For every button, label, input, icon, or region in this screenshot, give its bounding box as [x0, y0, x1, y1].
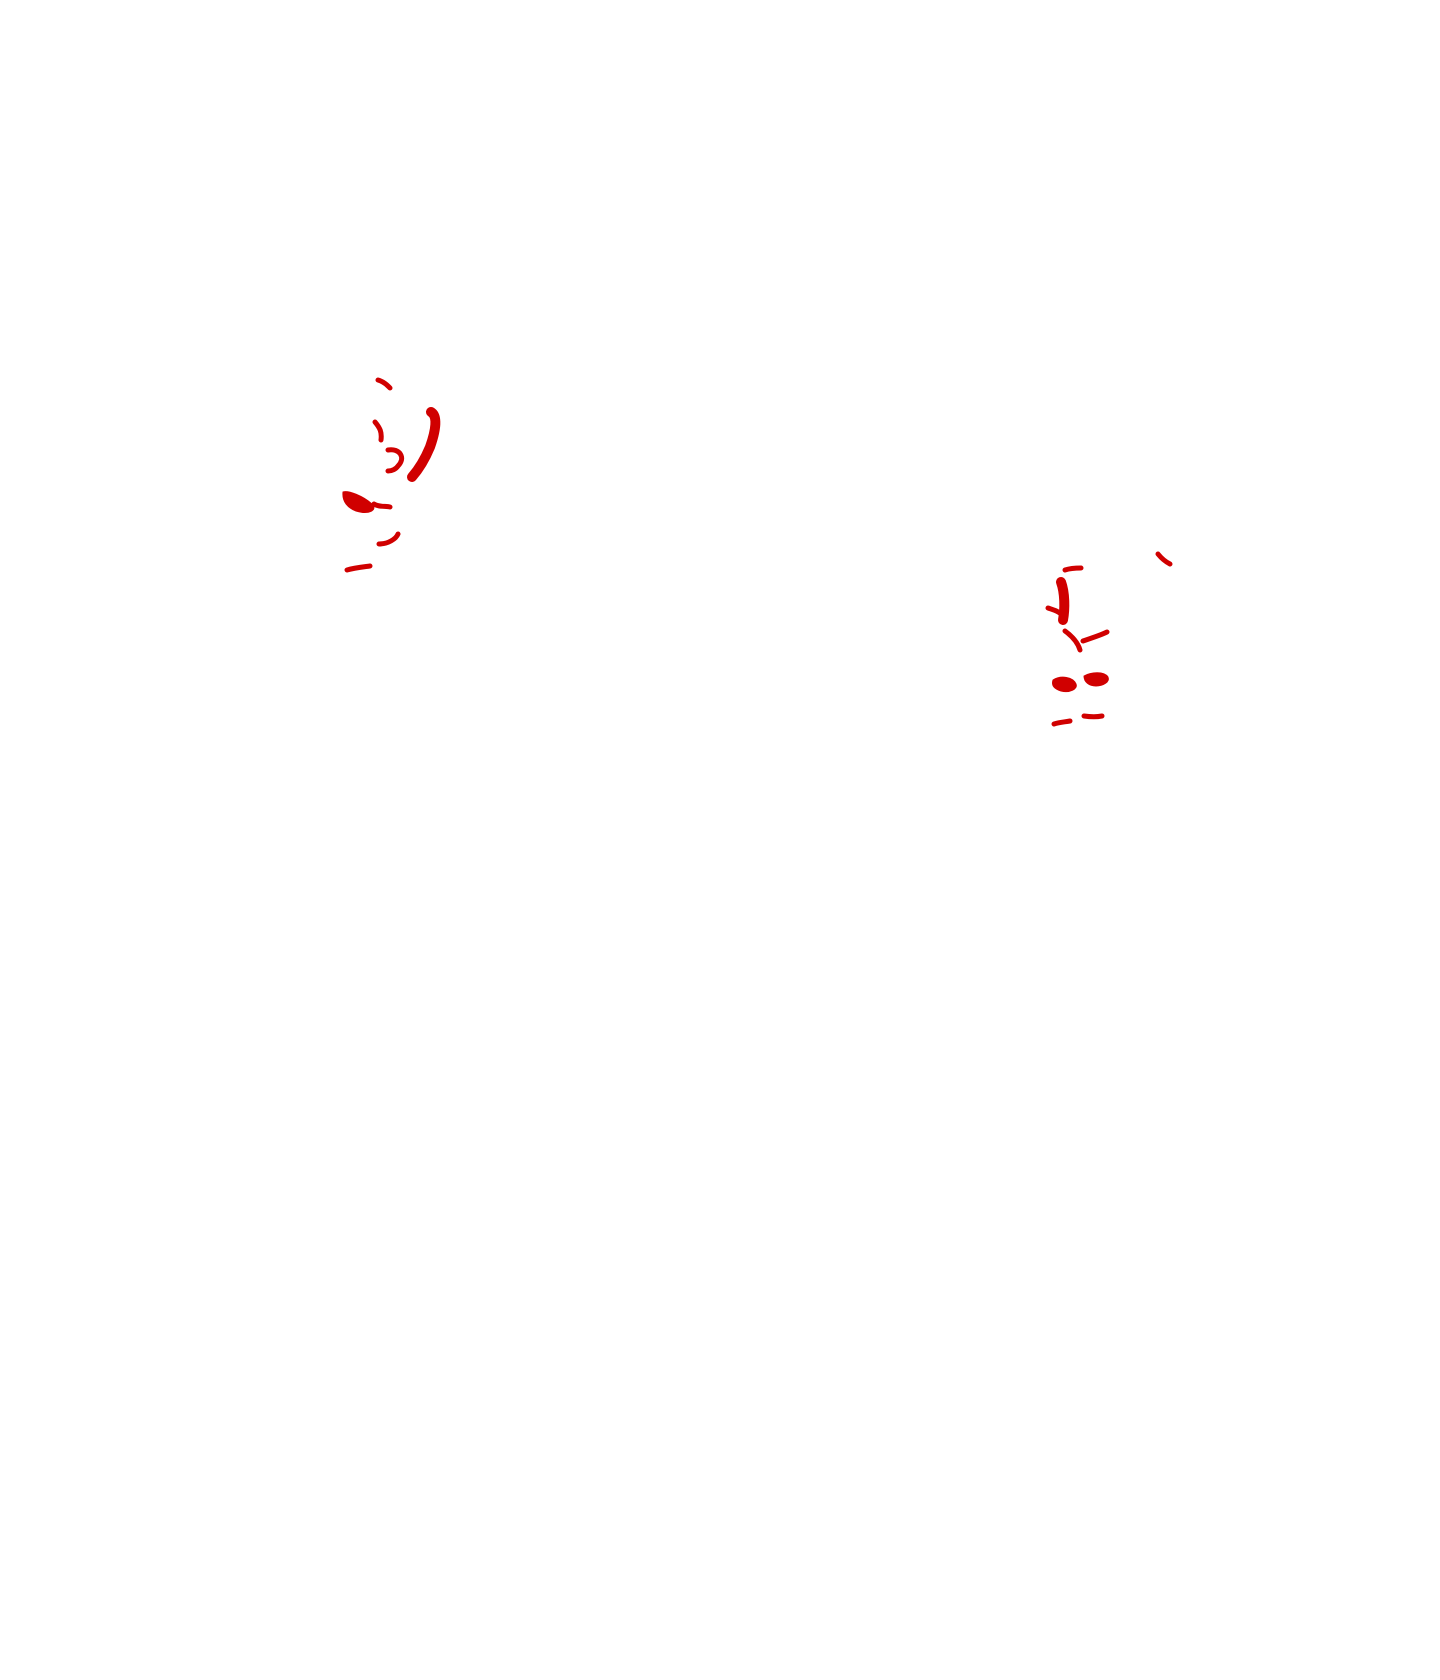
- right-stroke-right-blob: [1083, 672, 1109, 687]
- left-stroke-curve: [385, 447, 405, 474]
- right-stroke-arc-top: [1062, 565, 1084, 573]
- right-stroke-top: [1155, 551, 1173, 567]
- red-brushstroke-cluster-right: [1020, 550, 1180, 760]
- right-stroke-vertical: [1056, 577, 1070, 625]
- left-stroke-dash: [371, 501, 393, 510]
- left-stroke-bottom: [344, 563, 373, 573]
- red-brushstroke-cluster-left: [330, 370, 470, 580]
- left-stroke-blob: [342, 491, 375, 513]
- left-stroke-top: [375, 377, 393, 391]
- left-brushstroke-svg: [342, 377, 441, 573]
- right-stroke-join: [1062, 628, 1083, 653]
- left-stroke-lower-curve: [376, 531, 401, 547]
- left-stroke-diagonal: [407, 407, 441, 482]
- right-stroke-bottom-right: [1081, 713, 1105, 720]
- right-brushstroke-svg: [1045, 551, 1173, 727]
- right-stroke-bottom-left: [1051, 718, 1073, 727]
- left-stroke-upper-mid: [372, 419, 384, 443]
- right-stroke-left-blob: [1052, 676, 1077, 692]
- right-stroke-branch: [1080, 629, 1110, 644]
